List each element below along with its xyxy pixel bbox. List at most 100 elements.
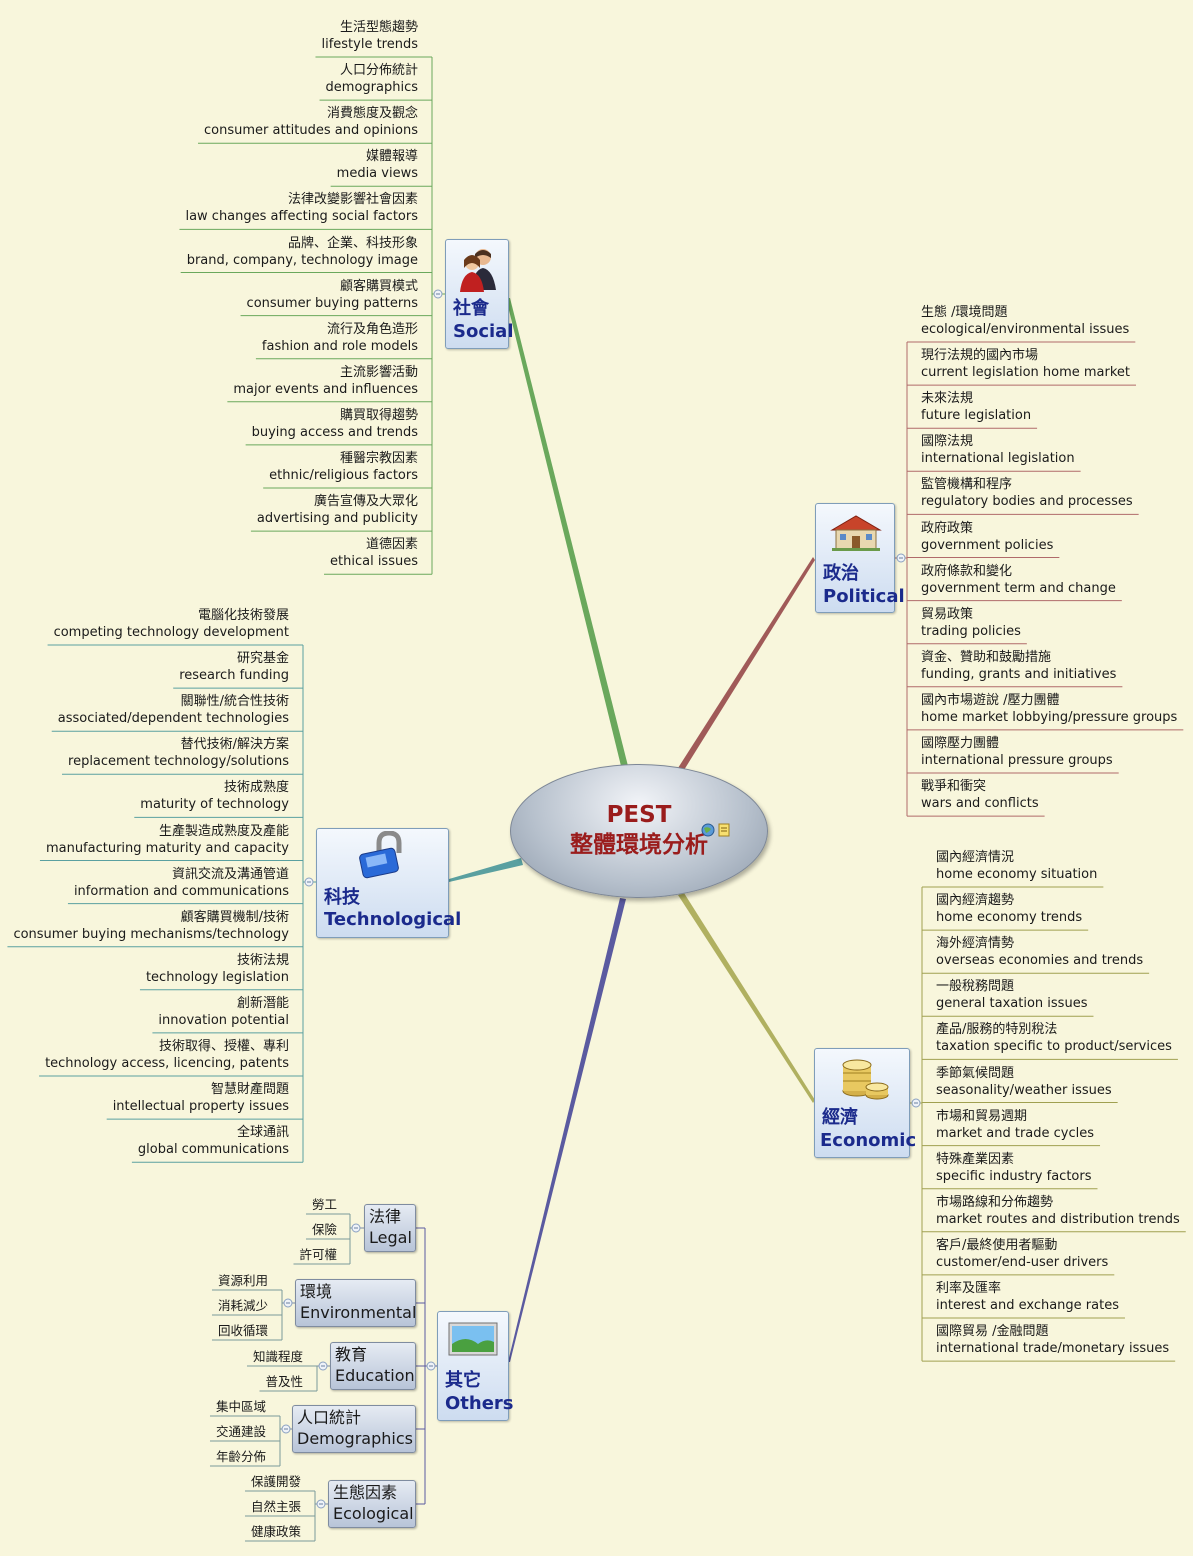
- economic-item-en: home economy trends: [936, 910, 1083, 926]
- padlock-icon: [359, 831, 402, 879]
- social-item-zh: 品牌、企業、科技形象: [287, 235, 418, 251]
- topic-social[interactable]: 社會 Social: [445, 239, 514, 349]
- subtopic-item[interactable]: 年齡分佈: [215, 1449, 266, 1464]
- technological-item-zh: 創新潛能: [236, 995, 289, 1011]
- subtopic-item[interactable]: 保險: [311, 1222, 337, 1237]
- subtopic-item[interactable]: 消耗減少: [217, 1298, 268, 1313]
- topic-others[interactable]: 其它 Others: [437, 1311, 514, 1421]
- subtopic-item[interactable]: 交通建設: [215, 1424, 266, 1439]
- social-item-zh: 媒體報導: [365, 149, 418, 165]
- political-item-en: government term and change: [921, 580, 1116, 596]
- subtopic-item[interactable]: 普及性: [265, 1374, 303, 1389]
- topic-political-zh: 政治: [823, 563, 859, 584]
- economic-item-en: home economy situation: [936, 867, 1098, 882]
- subtopic-item[interactable]: 自然主張: [250, 1499, 301, 1514]
- technological-item-zh: 研究基金: [236, 651, 289, 667]
- political-item-zh: 生態 /環境問題: [921, 305, 1008, 320]
- topic-economic[interactable]: 經濟 Economic: [814, 1048, 916, 1158]
- social-item-en: advertising and publicity: [256, 511, 418, 527]
- topic-technological[interactable]: 科技 Technological: [316, 828, 461, 938]
- note-icon: [718, 823, 730, 837]
- technological-item-zh: 智慧財產問題: [210, 1082, 289, 1098]
- political-item-en: trading policies: [921, 623, 1021, 639]
- subtopic-item[interactable]: 許可權: [299, 1247, 337, 1262]
- subtopic-label-zh: 教育: [335, 1345, 368, 1364]
- political-item-zh: 現行法規的國內市場: [921, 348, 1039, 364]
- subtopic-item[interactable]: 知識程度: [252, 1349, 303, 1364]
- subtopic-item[interactable]: 健康政策: [250, 1524, 301, 1539]
- social-item-en: fashion and role models: [261, 338, 418, 354]
- social-item-en: media views: [336, 166, 418, 182]
- subtopic-item[interactable]: 勞工: [311, 1197, 337, 1212]
- topic-political[interactable]: 政治 Political: [815, 503, 905, 613]
- technological-item-zh: 技術取得、授權、專利: [158, 1039, 289, 1054]
- subtopic-label-zh: 生態因素: [333, 1483, 398, 1502]
- subtopic-label-en: Demographics: [297, 1429, 413, 1448]
- subtopic-item[interactable]: 資源利用: [217, 1273, 268, 1288]
- subtopic-label-en: Environmental: [300, 1303, 417, 1322]
- political-item-zh: 監管機構和程序: [921, 477, 1013, 493]
- subtopic-item[interactable]: 回收循環: [217, 1323, 268, 1338]
- central-title: PEST: [606, 802, 672, 828]
- central-topic[interactable]: PEST 整體環境分析: [510, 764, 768, 898]
- subtopic-item[interactable]: 保護開發: [250, 1474, 301, 1489]
- technological-item-zh: 生產製造成熟度及產能: [158, 823, 289, 839]
- subtopic-item[interactable]: 集中區域: [215, 1399, 266, 1414]
